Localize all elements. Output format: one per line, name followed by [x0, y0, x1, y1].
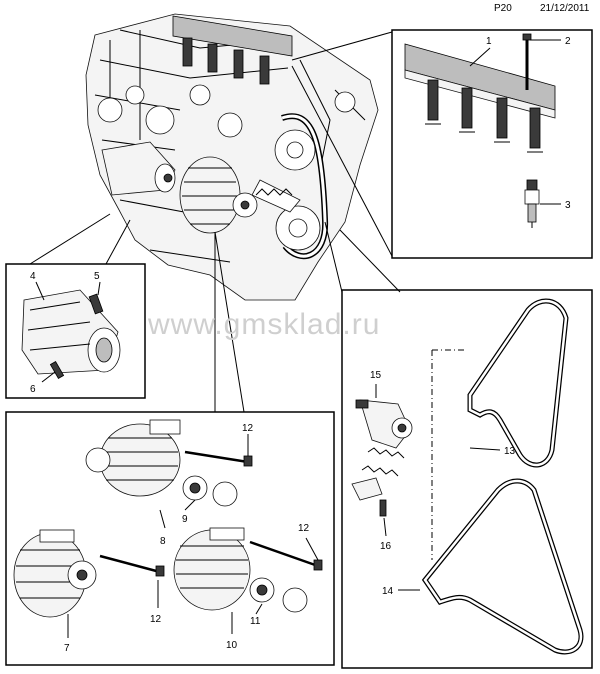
callout-4: 4	[30, 271, 36, 282]
callout-10: 10	[226, 640, 238, 651]
callout-1: 1	[486, 36, 492, 47]
starter-panel	[5, 213, 146, 399]
callout-9: 9	[182, 514, 188, 525]
callout-13: 13	[504, 446, 516, 457]
callout-12-bottom: 12	[150, 614, 162, 625]
callout-3: 3	[565, 200, 571, 211]
callout-11: 11	[250, 616, 261, 627]
engine-illustration	[85, 13, 379, 301]
callout-8: 8	[160, 536, 166, 547]
page-code: P20	[494, 3, 512, 14]
page-date: 21/12/2011	[540, 3, 590, 14]
alternator-panel	[5, 231, 335, 666]
callout-15: 15	[370, 370, 382, 381]
callout-16: 16	[380, 541, 392, 552]
callout-2: 2	[565, 36, 571, 47]
callout-12-top: 12	[242, 423, 254, 434]
callout-5: 5	[94, 271, 100, 282]
callout-7: 7	[64, 643, 70, 654]
callout-12-right: 12	[298, 523, 310, 534]
callout-14: 14	[382, 586, 394, 597]
ignition-coil-panel	[291, 29, 593, 259]
belt-panel	[324, 221, 593, 669]
callout-6: 6	[30, 384, 36, 395]
watermark-text: www.gmsklad.ru	[147, 308, 380, 341]
